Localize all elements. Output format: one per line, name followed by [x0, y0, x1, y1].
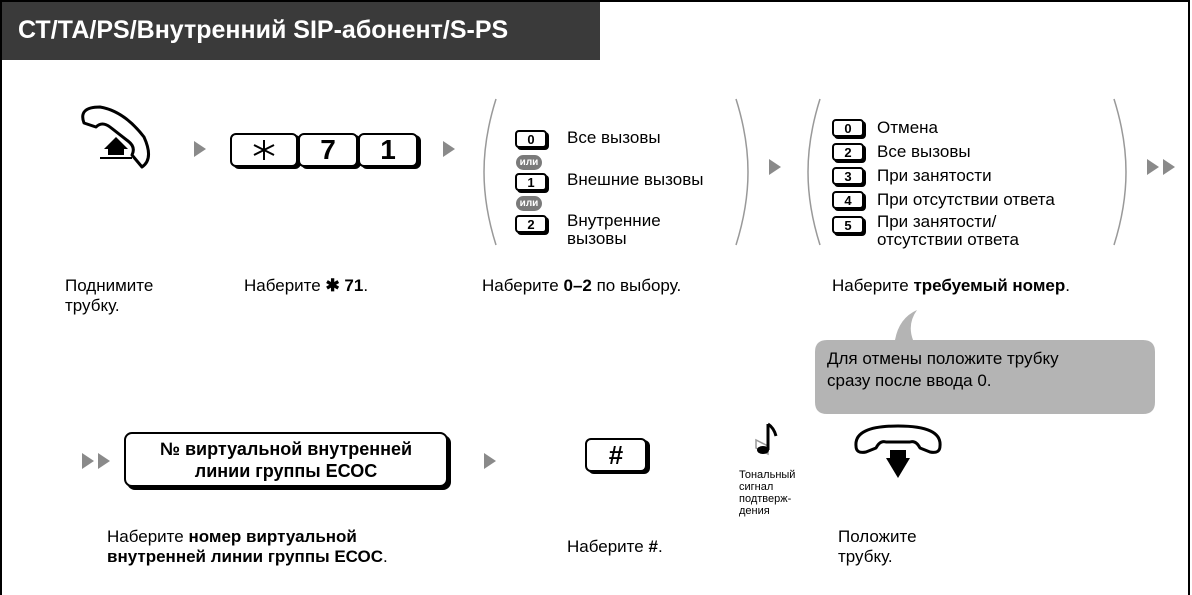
box-line1: № виртуальной внутренней: [159, 439, 413, 459]
musical-note-icon: [755, 422, 778, 456]
or-badge: или: [516, 155, 542, 170]
title-bar: СТ/ТА/PS/Внутренний SIP-абонент/S-PS: [2, 2, 600, 60]
step1-caption-line1: Поднимите: [65, 276, 154, 295]
option-label: При отсутствии ответа: [877, 190, 1055, 209]
key-7: 7: [298, 133, 358, 167]
option-label: При занятости: [877, 166, 992, 185]
key-1: 1: [358, 133, 418, 167]
option-key-0: 0: [515, 130, 547, 148]
handset-off-hook-icon: [81, 105, 150, 169]
step6-caption: Наберите #.: [567, 537, 663, 556]
option-key-1: 1: [515, 173, 547, 191]
option-key-0: 0: [832, 119, 864, 137]
option-label: Все вызовы: [877, 142, 971, 161]
key-star: [230, 133, 298, 167]
step4-caption: Наберите требуемый номер.: [832, 276, 1070, 295]
step7-caption-line2: трубку.: [838, 547, 893, 566]
double-arrow-icon: [1163, 159, 1175, 175]
step2-caption: Наберите ✱ 71.: [244, 276, 369, 295]
step5-caption-line1: Наберите номер виртуальной: [107, 527, 357, 546]
note-line1: Для отмены положите трубку: [827, 349, 1059, 368]
double-arrow-icon: [98, 453, 110, 469]
option-key-3: 3: [832, 167, 864, 185]
arrow-right-icon: [194, 141, 206, 157]
right-bracket: [1113, 98, 1127, 246]
left-bracket: [483, 98, 497, 246]
step5-caption-line2: внутренней линии группы ЕСОС.: [107, 547, 388, 566]
option-label: вызовы: [567, 229, 627, 248]
tone-line3: подтверж-: [739, 493, 792, 505]
box-line2: линии группы ЕСОС: [194, 461, 378, 481]
note-line2: сразу после ввода 0.: [827, 371, 992, 390]
option-label: отсутствии ответа: [877, 230, 1019, 249]
step3-caption: Наберите 0–2 по выбору.: [482, 276, 682, 295]
option-label: Внутренние: [567, 211, 661, 230]
asterisk-icon: [253, 140, 275, 160]
option-label: Все вызовы: [567, 128, 661, 147]
option-key-5: 5: [832, 216, 864, 234]
or-badge: или: [516, 196, 542, 211]
option-key-4: 4: [832, 191, 864, 209]
option-label: Внешние вызовы: [567, 170, 704, 189]
arrow-right-icon: [484, 453, 496, 469]
tone-line1: Тональный: [739, 469, 796, 481]
option-label: При занятости/: [877, 212, 997, 231]
double-arrow-icon: [82, 453, 94, 469]
double-arrow-icon: [1147, 159, 1159, 175]
option-key-2: 2: [832, 143, 864, 161]
option-label: Отмена: [877, 118, 938, 137]
tone-line4: дения: [739, 505, 770, 517]
note-bubble: [815, 310, 1155, 414]
page-title: СТ/ТА/PS/Внутренний SIP-абонент/S-PS: [18, 16, 509, 44]
option-key-2: 2: [515, 215, 547, 233]
arrow-right-icon: [769, 159, 781, 175]
step1-caption-line2: трубку.: [65, 296, 120, 315]
tone-line2: сигнал: [739, 481, 774, 493]
key-hash: #: [585, 438, 647, 472]
arrow-right-icon: [443, 141, 455, 157]
left-bracket: [807, 98, 821, 246]
handset-on-hook-icon: [854, 424, 942, 478]
step7-caption-line1: Положите: [838, 527, 917, 546]
right-bracket: [735, 98, 749, 246]
virtual-extension-box: № виртуальной внутренней линии группы ЕС…: [124, 432, 448, 487]
